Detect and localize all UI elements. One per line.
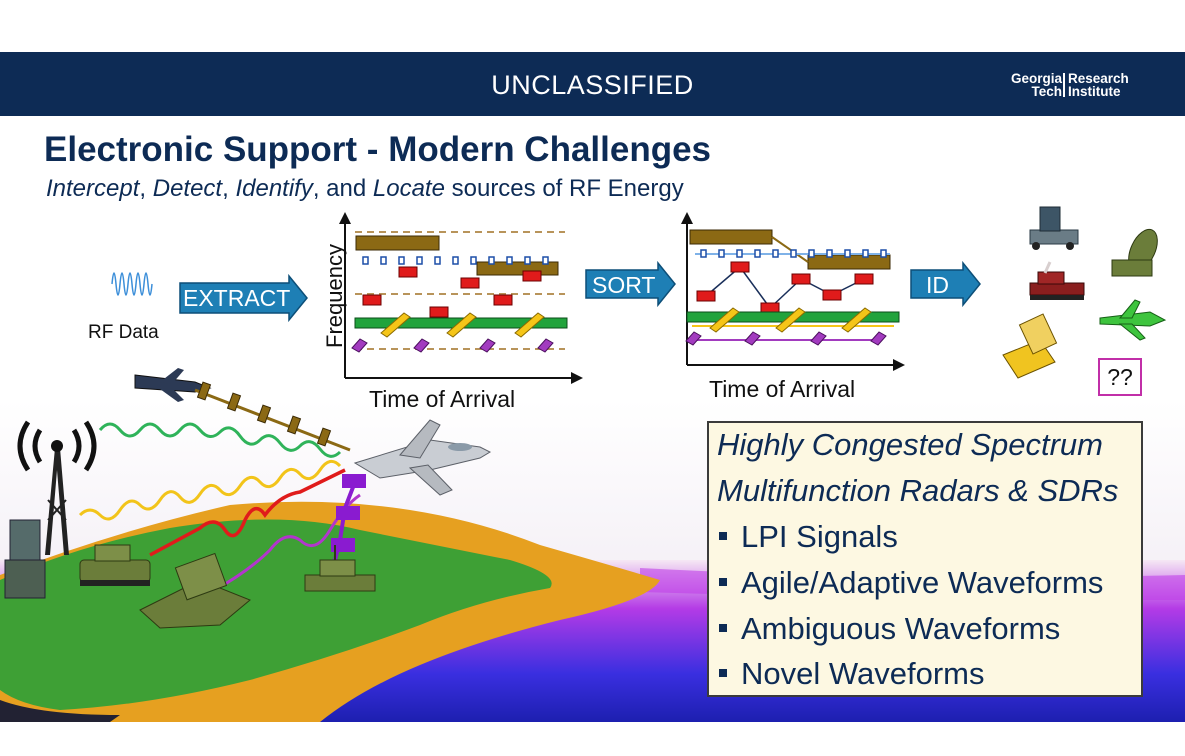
unknown-emitter-box: ?? <box>1098 358 1142 396</box>
frequency-axis-label: Frequency <box>322 244 347 348</box>
sam-vehicle-icon <box>304 545 376 592</box>
subtitle-locate: Locate <box>372 175 445 202</box>
chart1-y-arrowhead <box>339 212 351 224</box>
bullet-marker <box>719 623 727 632</box>
sort-label: SORT <box>592 272 656 298</box>
chart1-x-arrowhead <box>571 372 583 384</box>
chart2-purple-slashes <box>685 331 887 346</box>
callout-bullet: Ambiguous Waveforms <box>719 611 1060 647</box>
radar-dish-vehicle-icon <box>1111 228 1158 277</box>
extract-arrow <box>179 273 308 323</box>
bullet-text: Novel Waveforms <box>741 656 985 691</box>
bullet-marker <box>719 668 727 677</box>
subtitle-identify: Identify <box>235 175 313 202</box>
callout-heading-1: Highly Congested Spectrum <box>717 427 1103 462</box>
logo-text-institute: Institute <box>1068 84 1121 99</box>
brown-pulse-train <box>196 381 332 447</box>
chart2-x-axis-label: Time of Arrival <box>709 376 856 402</box>
yellow-signal-wave <box>78 459 342 521</box>
red-signal-wave <box>149 468 346 557</box>
subtitle-sep-3: , and <box>312 175 373 202</box>
ground-radar-vehicle-icon <box>4 519 46 599</box>
chart1-x-axis-label: Time of Arrival <box>369 386 516 412</box>
purple-pulse-train <box>331 474 366 561</box>
chart2-yellow-slashes <box>709 307 872 333</box>
bullet-marker <box>719 577 727 586</box>
classification-banner: UNCLASSIFIED Georgia Tech Research Insti… <box>0 52 1185 116</box>
chart1-blue-pulses <box>362 256 549 265</box>
chart1-purple-slashes <box>351 338 554 353</box>
gtri-logo: Georgia Tech Research Institute <box>978 71 1158 99</box>
id-arrow <box>910 260 981 308</box>
land-shadow <box>0 700 120 722</box>
bullet-text: Agile/Adaptive Waveforms <box>741 565 1104 600</box>
radio-tower-icon <box>17 420 97 555</box>
callout-heading-2: Multifunction Radars & SDRs <box>717 473 1119 508</box>
id-label: ID <box>926 272 949 298</box>
chart2-x-arrowhead <box>893 359 905 371</box>
rf-data-label: RF Data <box>88 322 159 343</box>
subtitle-sep-2: , <box>222 175 236 202</box>
fighter-aircraft-icon <box>353 419 492 496</box>
tank-vehicle-icon <box>79 544 151 586</box>
fighter-jet-icon <box>1099 299 1167 341</box>
launcher-truck-icon <box>1002 313 1058 379</box>
slide-title: Electronic Support - Modern Challenges <box>44 130 712 169</box>
logo-text-research: Research <box>1068 71 1129 86</box>
chart1-brown-pulse-1 <box>355 235 440 251</box>
subtitle-detect: Detect <box>152 175 223 202</box>
chart2-brown-pulse-1 <box>689 229 773 245</box>
callout-bullet: Agile/Adaptive Waveforms <box>719 565 1103 601</box>
radar-vehicle-icon <box>1029 206 1079 250</box>
bullet-text: LPI Signals <box>741 519 898 554</box>
extract-label: EXTRACT <box>183 285 291 311</box>
chart2-brown-link <box>771 236 809 263</box>
callout-bullet: Novel Waveforms <box>719 656 984 692</box>
chart2-y-arrowhead <box>681 212 693 224</box>
missile-launcher-icon <box>1029 261 1085 300</box>
challenges-callout: Highly Congested Spectrum Multifunction … <box>707 421 1143 697</box>
chart1-yellow-slashes <box>380 312 545 338</box>
launcher-vehicle-icon <box>139 552 251 629</box>
bullet-text: Ambiguous Waveforms <box>741 611 1061 646</box>
chart1-red-pulses <box>362 266 542 318</box>
callout-bullet: LPI Signals <box>719 519 898 555</box>
classification-label: UNCLASSIFIED <box>491 70 694 100</box>
slide-subtitle: Intercept, Detect, Identify, and Locate … <box>46 175 684 203</box>
green-signal-wave <box>98 422 342 458</box>
logo-divider <box>1063 73 1065 97</box>
awacs-aircraft-icon <box>134 368 212 402</box>
chart2-blue-pulses <box>700 249 887 258</box>
subtitle-intercept: Intercept <box>46 175 140 202</box>
chart2-red-pulses <box>696 261 874 314</box>
rf-data-waveform-icon <box>111 272 153 296</box>
chart2-red-track <box>705 265 865 310</box>
sort-arrow <box>585 260 676 308</box>
subtitle-sep-1: , <box>139 175 153 202</box>
bullet-marker <box>719 531 727 540</box>
logo-text-georgia: Georgia <box>1010 71 1062 86</box>
subtitle-tail: sources of RF Energy <box>444 175 684 202</box>
logo-text-tech: Tech <box>1031 84 1062 99</box>
